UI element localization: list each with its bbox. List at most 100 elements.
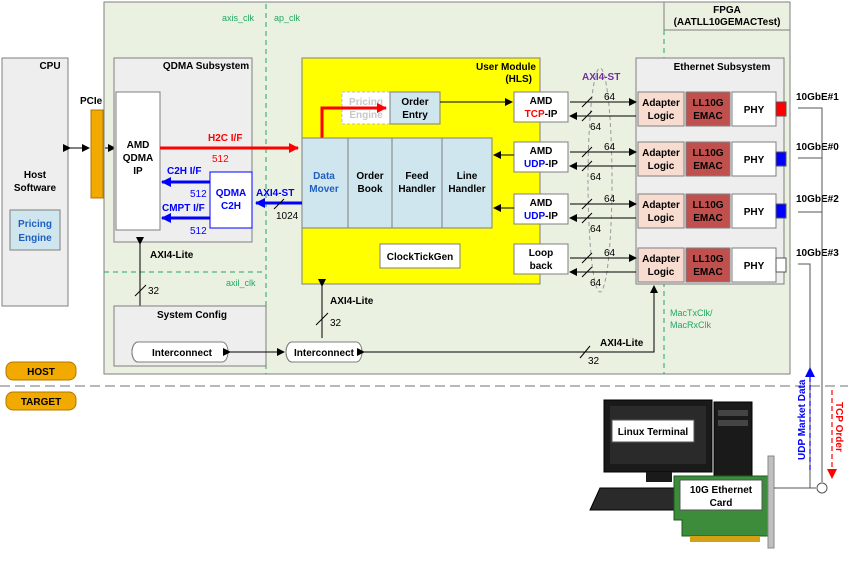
feed-handler [391,137,443,229]
cpu-title: CPU [39,61,60,72]
qdma-ip-line1: AMD [127,140,150,151]
axi4st-label: AXI4-ST [256,188,294,199]
svg-text:Interconnect: Interconnect [152,348,213,359]
host-software-line2: Software [14,183,57,194]
port-label: 10GbE#1 [796,92,839,103]
ghost-pricing-engine-line1: Pricing [349,97,383,108]
bottom-axi4lite-label: AXI4-Lite [600,338,644,349]
phy-block [731,141,777,177]
clock-label-ap: ap_clk [274,13,301,23]
adapter-logic [637,141,685,177]
fpga-project: (AATLL10GEMACTest) [674,17,781,28]
bus-width-label: 64 [590,224,602,235]
user-module-title-2: (HLS) [505,74,532,85]
emac-block [685,193,731,229]
bus-tick [581,252,593,264]
ghost-pricing-engine-line2: Engine [349,110,383,121]
linux-terminal-window [611,419,695,443]
phy-block [731,247,777,283]
ethernet-port: 10GbE#2 [775,194,839,219]
emac-line2: EMAC [693,213,722,224]
bus-width-label: 64 [590,278,602,289]
port-label: 10GbE#0 [796,142,839,153]
cmpt-width: 512 [190,226,207,237]
feed-handler-line1: Feed [405,171,428,182]
ip-block-udp-1: AMD UDP-IP [513,193,569,225]
clock-label-mac-1: MacTxClk/ [670,308,713,318]
order-entry [389,91,441,125]
interconnect-2: Interconnect [285,341,363,363]
qdma-c2h [209,171,253,229]
bus-tick [581,212,593,224]
ip-block-tcp: AMD TCP-IP [513,91,569,123]
axi4st-tick [273,198,285,210]
bus-tick [581,160,593,172]
tcp-order-label: TCP Order [833,402,844,452]
order-entry-line2: Entry [402,110,428,121]
phy-label: PHY [744,207,765,218]
ethernet-port: 10GbE#3 [775,248,839,273]
target-tag [5,391,77,411]
qdma-axi4lite-tick [134,284,147,297]
nic-label-box [679,479,763,511]
pcie-bar [90,109,104,199]
emac-line2: EMAC [693,267,722,278]
bus-tick [581,146,593,158]
port-connector [775,101,787,117]
udp-market-data-label: UDP Market Data [797,379,808,460]
emac-line1: LL10G [692,254,723,265]
phy-block [731,91,777,127]
port-label: 10GbE#2 [796,194,839,205]
target-computer: Linux Terminal 10G Ethernet Card [589,399,775,549]
qdma-title: QDMA Subsystem [163,61,249,72]
bus-width-label: 64 [604,248,616,259]
line-handler [441,137,493,229]
tower-drive-2 [718,420,748,426]
svg-text:AMD: AMD [530,146,553,157]
svg-text:AMD: AMD [530,198,553,209]
adapter-logic-line1: Adapter [642,148,680,159]
line-handler-line2: Handler [448,184,485,195]
monitor-stand [646,472,672,482]
tower-drive-1 [718,410,748,416]
data-mover-line2: Mover [309,184,339,195]
ip-udp0-suffix: -IP [545,159,558,170]
clocktickgen [379,243,461,269]
emac-block [685,91,731,127]
axi4st-width: 1024 [276,211,299,222]
feed-handler-line2: Handler [398,184,435,195]
ethernet-ports: 10GbE#1 10GbE#0 10GbE#2 10GbE#3 [775,92,839,273]
host-tag-label: HOST [27,367,55,378]
clock-label-axil: axil_clk [226,278,256,288]
nic-contacts [690,536,760,542]
bus-width-label: 64 [590,122,602,133]
port-connector [775,151,787,167]
linux-terminal-label: Linux Terminal [618,427,689,438]
emac-line1: LL10G [692,200,723,211]
adapter-logic-line1: Adapter [642,254,680,265]
qdma-c2h-line1: QDMA [216,188,247,199]
axi4st-right-label: AXI4-ST [582,72,620,83]
cpu-pricing-engine-line2: Engine [18,233,52,244]
clocktickgen-label: ClockTickGen [387,252,454,263]
ethernet-lanes: AdapterLogicLL10GEMACPHY6464AdapterLogic… [569,91,777,289]
emac-block [685,247,731,283]
ip-udp0-proto: UDP [524,159,545,170]
order-book-line1: Order [356,171,383,182]
bus-tick [581,198,593,210]
bus-tick [581,266,593,278]
adapter-logic-line2: Logic [648,161,675,172]
cpu-block [1,57,69,307]
um-axi4lite-label: AXI4-Lite [330,296,374,307]
fpga-title-box [663,1,791,31]
host-software-line1: Host [24,170,47,181]
svg-text:UDP-IP: UDP-IP [524,211,558,222]
phy-label: PHY [744,261,765,272]
system-config-title: System Config [157,310,227,321]
emac-line2: EMAC [693,111,722,122]
svg-text:back: back [530,261,553,272]
bus-tick [581,96,593,108]
svg-text:Interconnect: Interconnect [294,348,355,359]
